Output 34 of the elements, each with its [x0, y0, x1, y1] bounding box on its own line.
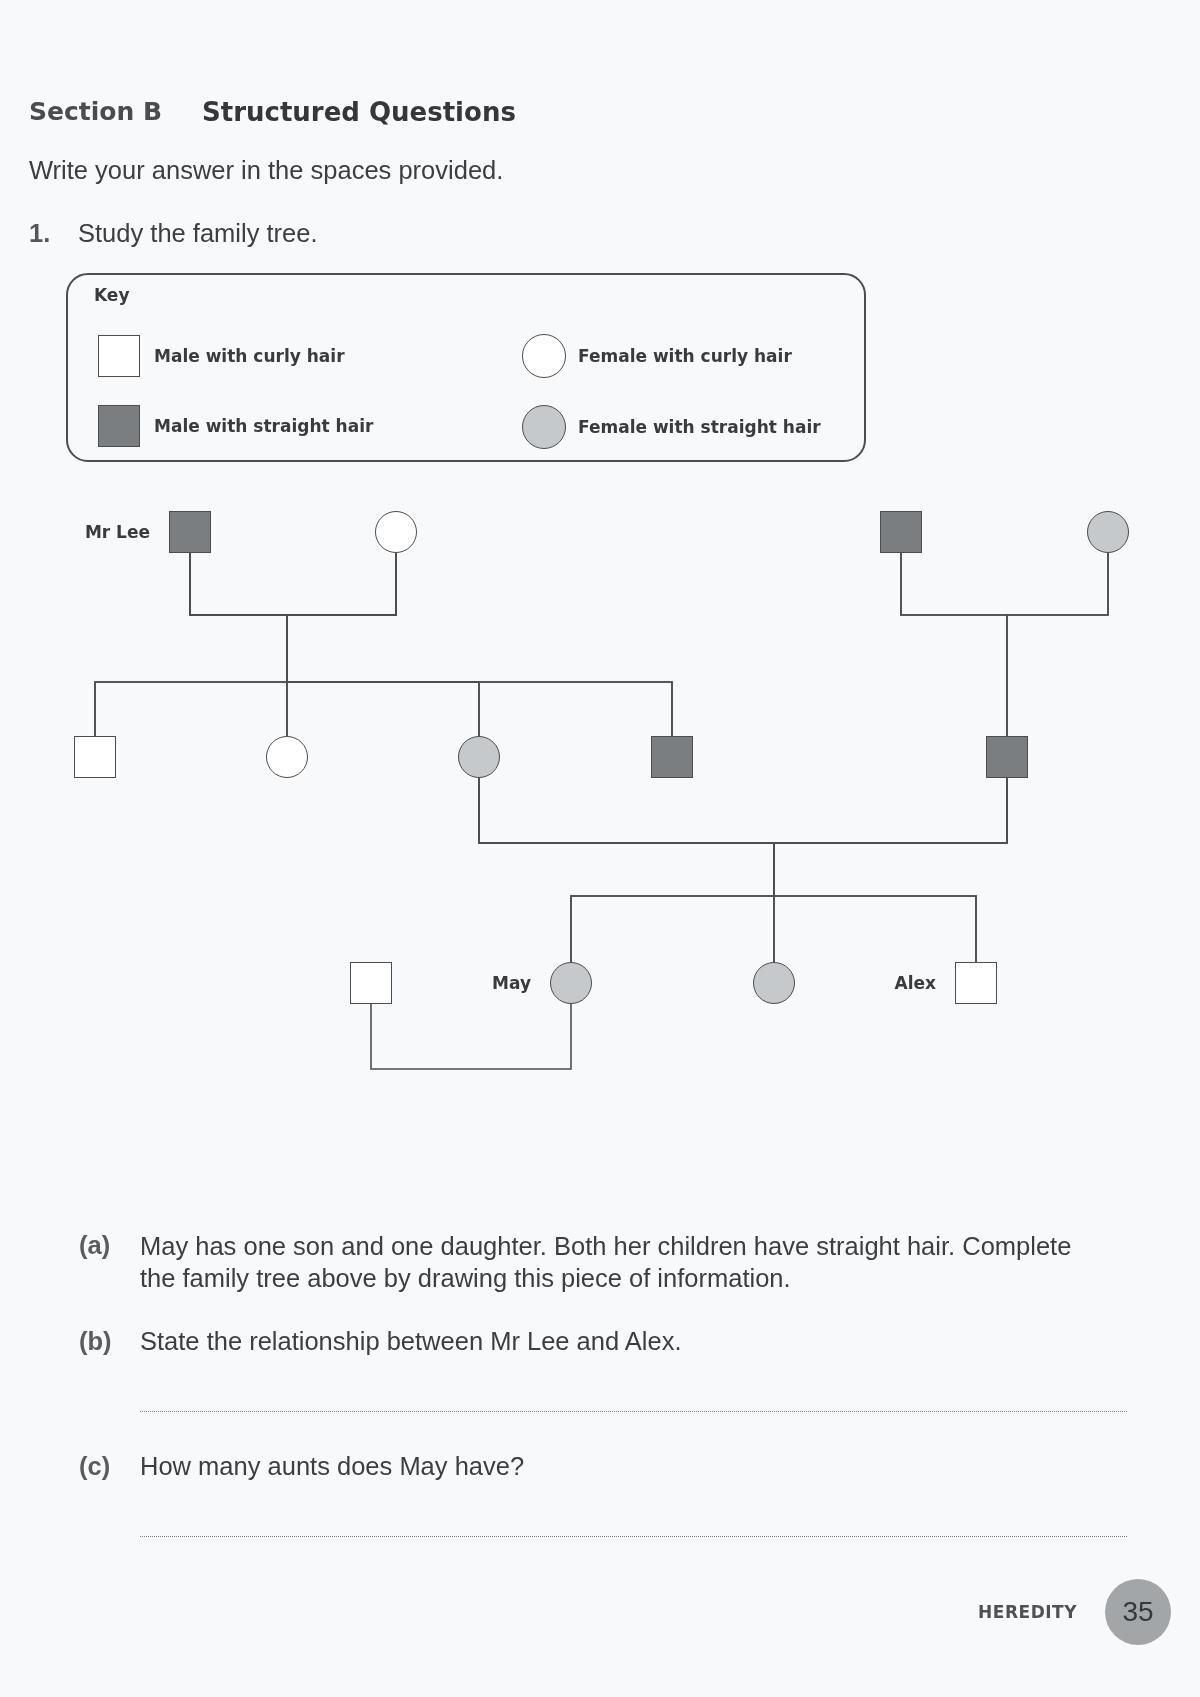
male-symbol [986, 736, 1028, 778]
name-label: May [492, 973, 531, 994]
part-label: (a) [79, 1230, 111, 1260]
legend-text: Male with curly hair [154, 346, 345, 367]
female-symbol [1087, 511, 1129, 553]
question-text: How many aunts does May have? [140, 1451, 525, 1481]
question-text: Study the family tree. [78, 218, 318, 248]
part-label: (b) [79, 1326, 112, 1356]
descent-line [773, 777, 1008, 963]
female-symbol [458, 736, 500, 778]
section-label: Section B [29, 96, 163, 128]
page-number: 35 [1105, 1579, 1171, 1645]
male-symbol [880, 511, 922, 553]
key-heading: Key [94, 285, 130, 306]
section-heading: Structured Questions [202, 96, 516, 129]
female-symbol [753, 962, 795, 1004]
descent-line [1006, 552, 1109, 737]
name-label: Mr Lee [84, 522, 150, 543]
chapter-title: HEREDITY [978, 1601, 1077, 1624]
question-number: 1. [29, 218, 51, 248]
female-symbol [266, 736, 308, 778]
question-text: State the relationship between Mr Lee and Alex. [140, 1326, 682, 1356]
part-label: (c) [79, 1451, 111, 1481]
name-label: Alex [894, 973, 936, 994]
couple-line [370, 1003, 572, 1070]
female-symbol [375, 511, 417, 553]
legend-text: Male with straight hair [154, 416, 374, 437]
male-symbol [74, 736, 116, 778]
male-symbol [350, 962, 392, 1004]
male-symbol [651, 736, 693, 778]
legend-text: Female with curly hair [578, 346, 792, 367]
legend-text: Female with straight hair [578, 417, 821, 438]
question-text: May has one son and one daughter. Both her children have straight hair. Complete the family tree above by drawing this piece of information. [140, 1231, 1073, 1294]
instruction-text: Write your answer in the spaces provided. [29, 155, 504, 185]
